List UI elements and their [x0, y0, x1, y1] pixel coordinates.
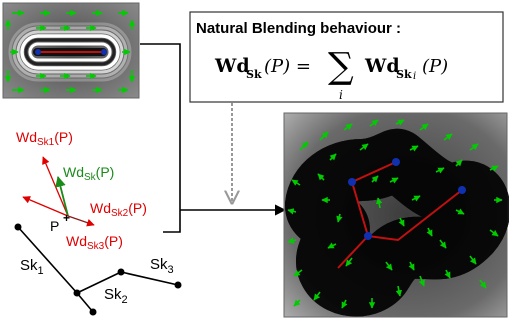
field-arrow — [293, 269, 303, 277]
skeleton-vertex — [89, 308, 97, 316]
blending-equation: Wd Sk (P) = ∑ i Wd Sk i (P) — [214, 46, 448, 102]
label-wd-sk: WdSk(P) — [63, 164, 114, 183]
field-arrow — [408, 261, 415, 271]
field-arrow — [319, 131, 329, 141]
field-arrow — [398, 217, 405, 227]
field-arrow — [317, 173, 325, 181]
field-arrow — [469, 255, 477, 265]
label-sk2: Sk2 — [104, 286, 128, 306]
formula-title: Natural Blending behaviour : — [196, 20, 401, 37]
field-arrow — [411, 195, 421, 202]
field-arrow — [336, 213, 343, 223]
skeleton-node — [35, 49, 41, 55]
field-arrow — [359, 143, 369, 151]
field-arrow — [395, 285, 403, 297]
label-sk1: Sk1 — [20, 257, 44, 277]
field-arrow — [343, 123, 353, 131]
field-arrow — [489, 229, 499, 237]
field-arrow — [293, 299, 301, 307]
skeleton-node — [458, 186, 466, 194]
skeleton-node — [392, 158, 400, 166]
field-arrow — [313, 291, 321, 301]
field-arrow — [439, 239, 447, 249]
field-arrow — [455, 159, 463, 167]
label-wd-sk3: WdSk3(P) — [66, 233, 123, 252]
field-arrow — [341, 299, 348, 309]
field-arrow — [479, 279, 487, 289]
field-arrow — [489, 165, 499, 172]
equation-rhs: Wd — [364, 55, 400, 77]
equation-lhs-arg: (P) = — [264, 56, 311, 77]
field-arrow — [395, 119, 405, 126]
skeleton-polyline-branch — [76, 271, 179, 294]
label-wd-sk1: WdSk1(P) — [16, 129, 73, 148]
field-arrow — [444, 269, 451, 279]
equation-rhs-sub: Sk — [396, 68, 412, 81]
field-arrows-top-left — [4, 9, 136, 94]
equation-rhs-arg: (P) — [422, 56, 448, 77]
skeleton-vertex — [174, 281, 182, 289]
blended-skeleton — [337, 161, 463, 269]
wd-sk2-vector — [22, 196, 69, 217]
wd-sk3-vector — [67, 215, 95, 227]
skeleton-node — [364, 232, 372, 240]
field-arrow — [287, 208, 297, 215]
field-arrow — [375, 197, 383, 209]
field-arrow — [369, 119, 379, 127]
field-arrow — [409, 145, 419, 152]
field-arrow — [443, 133, 453, 141]
field-arrow — [389, 177, 399, 184]
wd-sk-vector — [55, 175, 69, 217]
field-arrow — [385, 261, 393, 271]
equation-rhs-sub-index: i — [413, 71, 416, 82]
field-arrow — [418, 275, 425, 287]
field-arrow — [287, 237, 297, 244]
field-arrow — [435, 167, 445, 174]
field-arrow — [426, 227, 433, 237]
sum-symbol: ∑ — [328, 46, 354, 87]
skeleton-node — [101, 49, 107, 55]
skeleton-vertex — [117, 268, 125, 276]
equation-lhs: Wd — [214, 55, 250, 77]
label-wd-sk2: WdSk2(P) — [90, 200, 147, 219]
formula-box: Natural Blending behaviour : Wd Sk (P) =… — [189, 11, 504, 103]
skeleton-node — [348, 178, 356, 186]
blended-field-image — [283, 112, 509, 318]
point-cross: + — [63, 211, 70, 225]
field-arrows-blended — [287, 119, 503, 309]
field-arrow — [345, 257, 353, 267]
point-label: P — [50, 218, 59, 234]
equation-lhs-sub: Sk — [246, 68, 262, 81]
connector-bracket — [140, 43, 287, 233]
vector-diagram: + P WdSk1(P) WdSk(P) WdSk2(P) WdSk3(P) — [16, 129, 147, 252]
field-arrow — [291, 179, 301, 186]
single-segment-field-image — [2, 2, 140, 99]
sum-index: i — [339, 88, 343, 102]
skeleton-vertex — [14, 223, 22, 231]
field-arrow — [327, 242, 337, 249]
field-arrow — [329, 153, 337, 161]
field-arrow — [371, 175, 379, 183]
field-arrow — [419, 123, 429, 131]
field-arrow — [455, 208, 465, 215]
label-sk3: Sk3 — [150, 256, 174, 276]
skeleton-diagram: Sk1 Sk2 Sk3 — [14, 223, 182, 316]
field-arrow — [469, 143, 479, 151]
skeleton-vertex — [73, 289, 81, 297]
field-arrow — [299, 141, 309, 151]
